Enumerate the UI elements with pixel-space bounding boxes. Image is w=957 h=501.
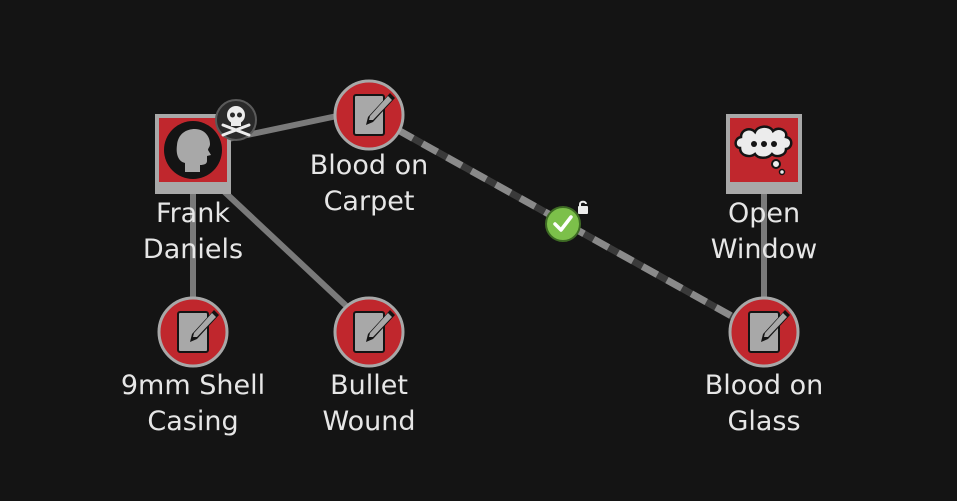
label-blood-on-glass: Blood on Glass (704, 370, 824, 437)
label-9mm-shell-casing: 9mm Shell Casing (120, 370, 266, 437)
thought-bubble-icon (726, 114, 802, 194)
person-head-icon (155, 114, 231, 194)
link-frank-wound (211, 179, 359, 318)
deduction-check[interactable] (544, 203, 586, 243)
padlock-icon (576, 199, 590, 215)
node-bullet-wound[interactable] (333, 296, 405, 368)
notepad-pencil-icon (157, 296, 229, 368)
node-frank-daniels[interactable] (155, 114, 231, 194)
label-frank-daniels: Frank Daniels (142, 198, 244, 265)
skull-badge (214, 98, 258, 142)
node-blood-on-carpet[interactable] (333, 79, 405, 151)
notepad-pencil-icon (333, 296, 405, 368)
node-9mm-shell-casing[interactable] (157, 296, 229, 368)
link-carpet-glass-dashes (396, 126, 737, 322)
label-bullet-wound: Bullet Wound (322, 370, 416, 437)
node-open-window[interactable] (726, 114, 802, 194)
check-icon (545, 206, 581, 242)
notepad-pencil-icon (728, 296, 800, 368)
label-open-window: Open Window (710, 198, 818, 265)
node-blood-on-glass[interactable] (728, 296, 800, 368)
notepad-pencil-icon (333, 79, 405, 151)
label-blood-on-carpet: Blood on Carpet (309, 150, 429, 217)
skull-crossbones-icon (215, 99, 257, 141)
